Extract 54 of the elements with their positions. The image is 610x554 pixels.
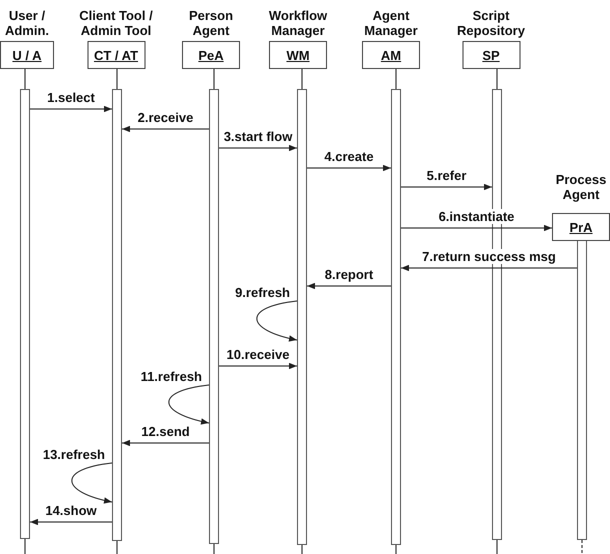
participant-heading: Person Agent [188, 8, 234, 38]
participant-box: WM [269, 41, 327, 69]
lifeline-tail [116, 540, 118, 554]
message-arrow [400, 264, 578, 272]
participant-heading: Agent Manager [364, 8, 418, 38]
message-arrow [306, 282, 392, 290]
message-label: 9.refresh [234, 285, 291, 300]
message-label: 13.refresh [42, 447, 106, 462]
message-arrow [400, 184, 492, 190]
message-label: 1.select [46, 90, 96, 105]
self-message-arrow [71, 462, 112, 504]
message-label: 2.receive [136, 110, 194, 125]
message-label: 8.report [324, 267, 374, 282]
activation-bar [20, 89, 30, 539]
participant-heading: User / Admin. [4, 8, 50, 38]
message-arrow [400, 224, 552, 232]
message-label: 12.send [140, 424, 191, 439]
message-arrow [30, 106, 112, 112]
message-label: 4.create [323, 149, 375, 164]
message-arrow [30, 518, 112, 526]
participant-box: U / A [0, 41, 54, 69]
lifeline [496, 68, 498, 90]
message-label: 14.show [44, 503, 98, 518]
self-message-arrow [256, 300, 298, 342]
activation-bar [391, 89, 401, 545]
message-label: 11.refresh [140, 369, 203, 384]
message-label: 7.return success msg [421, 249, 557, 264]
participant-box: AM [362, 41, 420, 69]
participant-box: PrA [552, 213, 610, 241]
activation-bar [577, 240, 587, 540]
participant-box: CT / AT [87, 41, 145, 69]
lifeline [116, 68, 118, 90]
participant-box: PeA [182, 41, 240, 69]
activation-bar [209, 89, 219, 544]
message-arrow [306, 164, 392, 172]
message-label: 6.instantiate [438, 209, 516, 224]
message-label: 3.start flow [222, 129, 294, 144]
message-label: 10.receive [226, 347, 290, 362]
message-label: 5.refer [426, 168, 468, 183]
participant-box: SP [462, 41, 520, 69]
lifeline [24, 68, 26, 90]
self-message-arrow [168, 384, 210, 424]
message-arrow [122, 440, 210, 446]
participant-heading: Process Agent [555, 172, 607, 202]
activation-bar [297, 89, 307, 545]
message-arrow [122, 126, 210, 132]
participant-heading: Client Tool / Admin Tool [78, 8, 154, 38]
message-arrow [218, 362, 298, 370]
participant-heading: Script Repository [456, 8, 526, 38]
message-arrow [218, 144, 298, 152]
lifeline-tail [24, 538, 26, 554]
participant-heading: Workflow Manager [268, 8, 328, 38]
lifeline-tail [496, 540, 498, 554]
activation-bar [112, 89, 122, 541]
